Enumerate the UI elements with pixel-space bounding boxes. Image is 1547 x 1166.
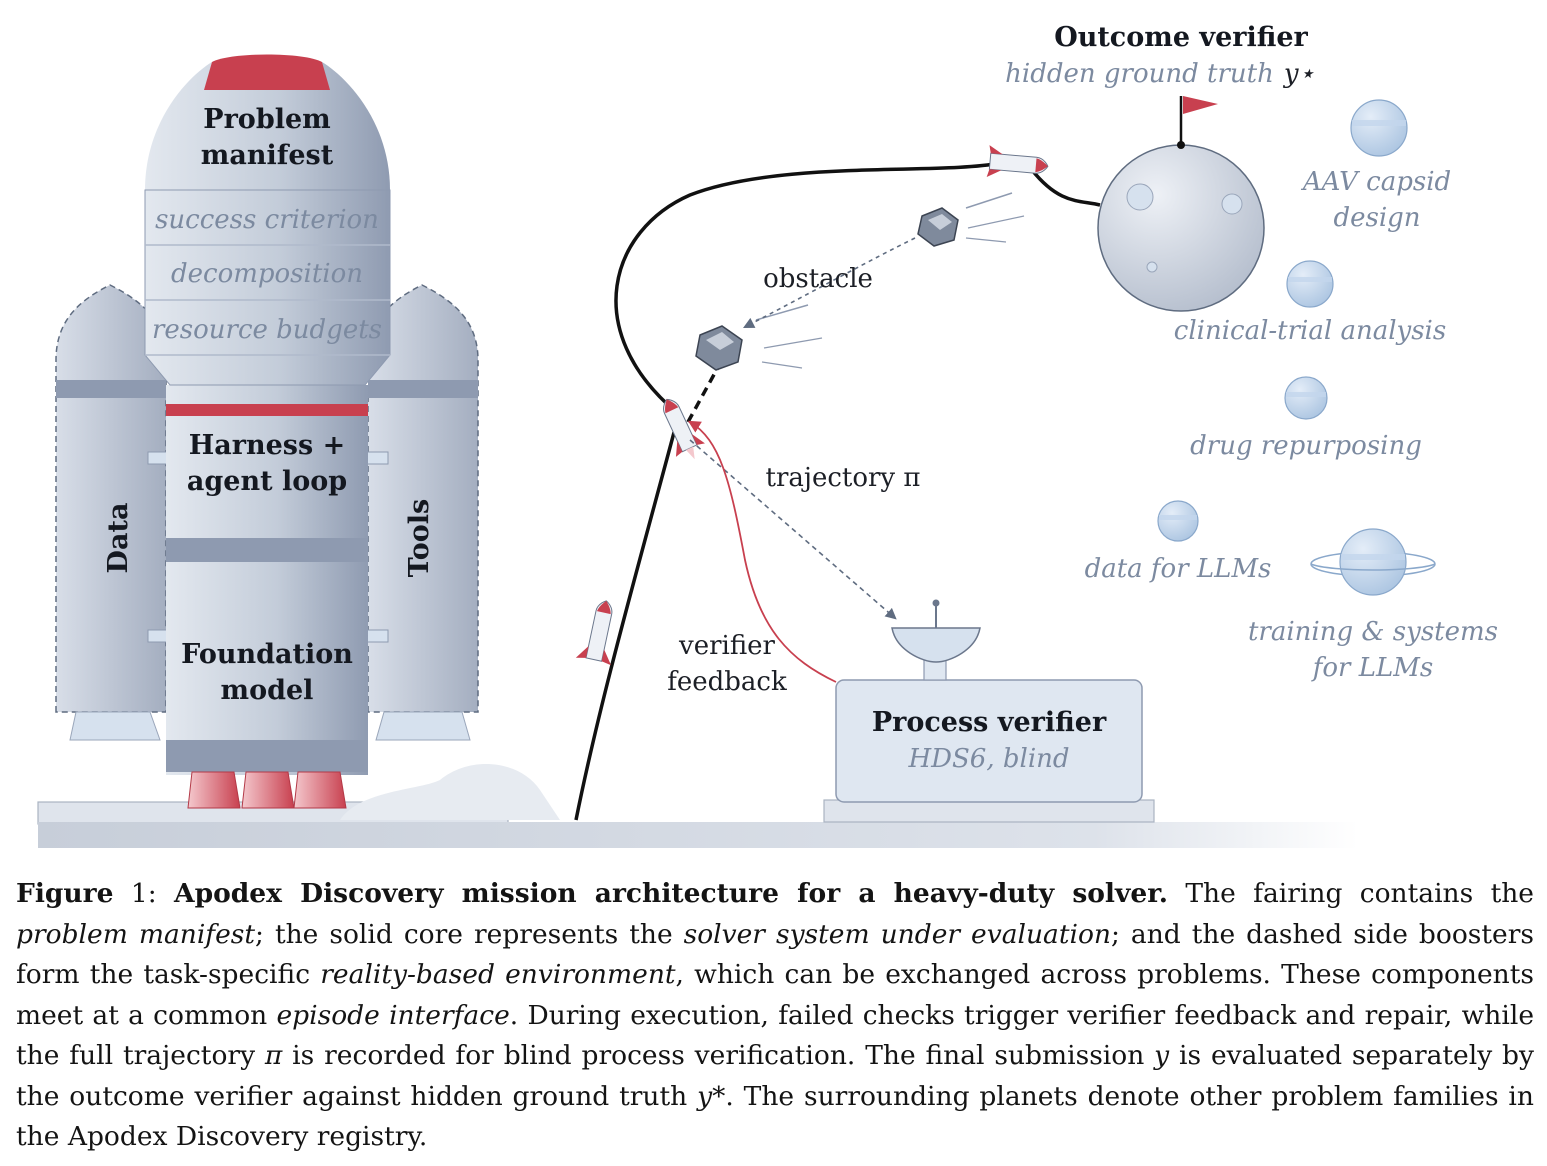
outcome-verifier-sub: hidden ground truth y⋆: [1005, 59, 1315, 89]
fairing-row-success: success criterion: [155, 205, 379, 235]
outcome-moon: [1097, 96, 1265, 312]
fairing-title-line2: manifest: [201, 140, 334, 171]
planet-data-label: data for LLMs: [1085, 554, 1272, 584]
caption-text-8: . The surrounding planets denote other p…: [16, 1080, 1534, 1153]
process-verifier-sub: HDS6, blind: [907, 744, 1069, 774]
caption-text-6: is recorded for blind process verificati…: [282, 1040, 1155, 1071]
asteroid-icon-upper: [917, 192, 1025, 247]
outcome-verifier-title: Outcome verifier: [1054, 22, 1308, 53]
caption-text-4: , which can be exchanged across problems…: [16, 959, 1534, 1031]
obstacle-label: obstacle: [763, 264, 873, 294]
caption-text-2: ; the solid core represents the: [255, 918, 684, 950]
outcome-verifier-symbol: y⋆: [1283, 59, 1315, 89]
caption-em-2: solver system under evaluation: [683, 918, 1111, 950]
planet-clinical-label: clinical-trial analysis: [1174, 316, 1446, 346]
mission-diagram: Problem manifest success criterion decom…: [37, 22, 1498, 848]
trajectory-label: trajectory π: [766, 463, 921, 493]
fairing-row-decomposition: decomposition: [171, 259, 363, 289]
booster-left: [55, 284, 187, 741]
planet-training-label-line2: for LLMs: [1311, 653, 1433, 683]
caption-number: 1:: [130, 878, 157, 909]
planet-aav-label-line2: design: [1333, 203, 1420, 233]
booster-right: [349, 284, 479, 741]
planet-data: [1157, 500, 1199, 542]
core-upper-line2: agent loop: [187, 466, 347, 497]
planet-training-label-line1: training & systems: [1248, 617, 1498, 647]
core-upper-line1: Harness +: [189, 430, 345, 461]
feedback-label-line2: feedback: [667, 667, 787, 697]
caption-em-6: y: [1154, 1040, 1170, 1071]
caption-em-7: y*: [697, 1080, 726, 1112]
trajectory-path: [574, 161, 1101, 821]
caption-em-3: reality-based environment: [320, 959, 676, 990]
planet-aav: [1350, 99, 1408, 157]
obstacle-arrow: [743, 237, 916, 329]
caption-text-5: . During execution, failed checks trigge…: [16, 999, 1535, 1072]
outcome-verifier-sub-text: hidden ground truth: [1005, 59, 1274, 89]
booster-left-label: Data: [103, 503, 134, 574]
feedback-label-line1: verifier: [678, 631, 776, 661]
ground: [37, 763, 1358, 848]
caption-em-5: π: [264, 1040, 283, 1071]
fairing: [144, 54, 391, 386]
core-lower-line2: model: [221, 675, 314, 706]
rocket-core: [166, 385, 368, 809]
booster-right-label: Tools: [404, 499, 435, 577]
caption-text-3: ; and the dashed side boosters form the …: [16, 918, 1534, 991]
planet-drug-label: drug repurposing: [1190, 431, 1422, 461]
figure-caption: Figure 1: Apodex Discovery mission archi…: [16, 874, 1534, 1158]
caption-text-1: The fairing contains the: [1168, 878, 1534, 909]
caption-em-1: problem manifest: [16, 918, 256, 950]
caption-label: Figure: [16, 878, 114, 909]
planet-training: [1310, 528, 1436, 596]
feedback-arrow: [687, 420, 837, 683]
fairing-title-line1: Problem: [203, 104, 330, 135]
caption-title: Apodex Discovery mission architecture fo…: [174, 878, 1169, 909]
process-verifier-title: Process verifier: [872, 707, 1107, 738]
planet-drug: [1284, 376, 1328, 420]
asteroid-icon-lower: [695, 304, 823, 371]
planet-clinical: [1286, 260, 1334, 308]
rocket-icon-low: [575, 600, 613, 666]
process-verifier: [823, 599, 1155, 823]
rocket-icon-mid: [663, 398, 705, 460]
fairing-row-budgets: resource budgets: [152, 315, 382, 345]
caption-text-7: is evaluated separately by the outcome v…: [16, 1040, 1534, 1112]
satellite-dish-icon: [891, 627, 981, 663]
caption-em-4: episode interface: [276, 999, 510, 1031]
planet-aav-label-line1: AAV capsid: [1301, 167, 1451, 197]
core-lower-line1: Foundation: [181, 639, 353, 670]
